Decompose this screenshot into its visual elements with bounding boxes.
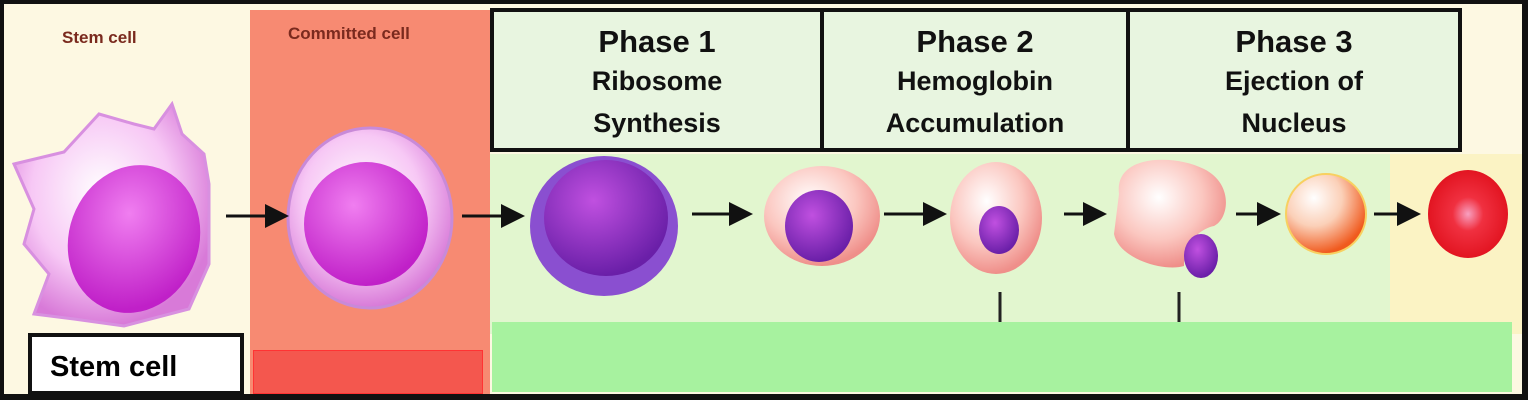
phase-line: Nucleus — [1241, 108, 1347, 138]
polychromatic-erythroblast-illustration — [950, 162, 1042, 274]
phase-line: Ribosome — [591, 66, 723, 96]
erythrocyte-illustration — [1428, 170, 1508, 258]
phase-2-box: Phase 2 Hemoglobin Accumulation — [820, 8, 1130, 152]
stem-cell-illustration — [11, 100, 211, 328]
phase-title: Phase 2 — [916, 24, 1034, 59]
basophilic-erythroblast-illustration — [764, 166, 880, 266]
phase-title: Phase 3 — [1235, 24, 1353, 59]
committed-label-bar — [253, 350, 483, 394]
ejected-nucleus-illustration — [1184, 234, 1218, 278]
phase-3-box: Phase 3 Ejection of Nucleus — [1126, 8, 1462, 152]
reticulocyte-illustration — [1285, 173, 1367, 255]
normoblast-illustration — [1114, 159, 1226, 268]
committed-cell-header: Committed cell — [288, 24, 410, 43]
diagram-frame: Stem cell Committed cell Phase 1 Ribosom… — [4, 4, 1522, 394]
phase-line: Accumulation — [885, 108, 1065, 138]
phase-line: Hemoglobin — [897, 66, 1053, 96]
proerythroblast-illustration — [530, 156, 678, 296]
stem-cell-header: Stem cell — [62, 28, 137, 47]
committed-cell-illustration — [286, 126, 454, 310]
phase-1-box: Phase 1 Ribosome Synthesis — [490, 8, 824, 152]
stem-cell-label: Stem cell — [28, 333, 244, 394]
cell-illustrations — [11, 100, 1508, 328]
phase-label-bar — [492, 322, 1512, 392]
phase-title: Phase 1 — [598, 24, 716, 59]
phase-line: Synthesis — [593, 108, 721, 138]
phase-line: Ejection of — [1224, 66, 1363, 96]
